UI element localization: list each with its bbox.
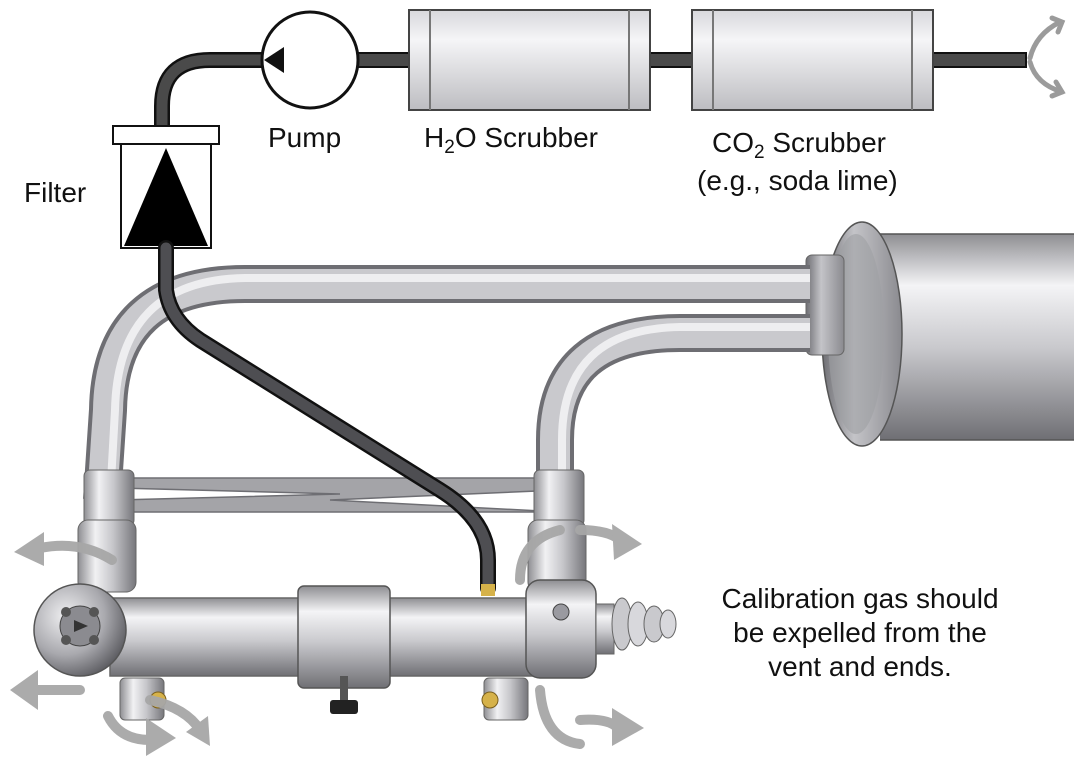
cross-brace — [119, 477, 561, 513]
h2o-scrubber — [408, 9, 651, 111]
sample-tubing — [154, 52, 1027, 136]
inlet-flow-arrow — [1027, 15, 1066, 99]
calibration-note-line-3: vent and ends. — [768, 651, 952, 682]
calibration-note: Calibration gas should be expelled from … — [690, 582, 1030, 684]
h2o-scrubber-label: H2O Scrubber — [424, 121, 598, 159]
calibration-note-line-1: Calibration gas should — [721, 583, 999, 614]
h2o-subscript: 2 — [444, 137, 455, 158]
filter-label: Filter — [24, 177, 87, 208]
co2-scrubber-label: CO2 Scrubber — [712, 126, 886, 164]
co2-suffix: Scrubber — [764, 127, 886, 158]
co2-example-label: (e.g., soda lime) — [697, 165, 898, 196]
co2-scrubber — [691, 9, 934, 111]
curved-arrow-icon — [10, 524, 644, 756]
sensor-housing — [805, 221, 1074, 447]
co2-subscript: 2 — [754, 142, 765, 163]
calibration-note-line-2: be expelled from the — [733, 617, 987, 648]
pump-label: Pump — [268, 122, 342, 153]
gas-pipes — [83, 265, 810, 502]
h2o-suffix: O Scrubber — [454, 122, 598, 153]
left-fitting — [77, 469, 137, 593]
sample-line-tube — [158, 240, 496, 596]
pump-icon — [260, 10, 360, 110]
sensor-body — [33, 579, 677, 721]
filter-icon — [112, 125, 220, 249]
co2-prefix: CO — [712, 127, 754, 158]
h2o-prefix: H — [424, 122, 445, 153]
